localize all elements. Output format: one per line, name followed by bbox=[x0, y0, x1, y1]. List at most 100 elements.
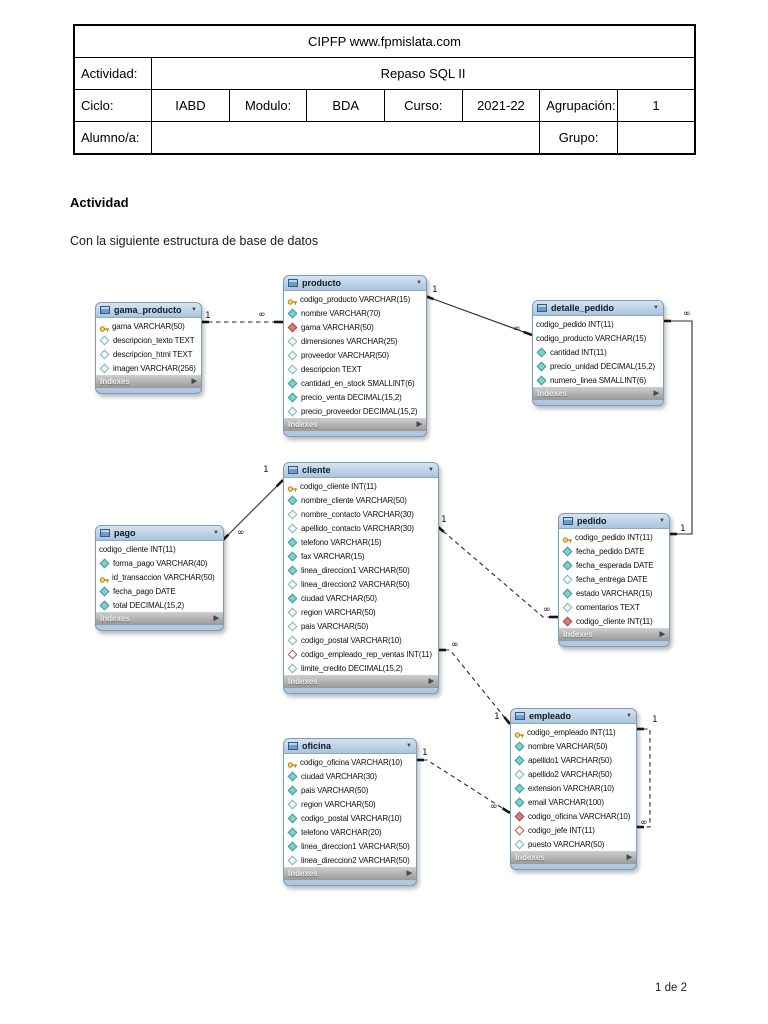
table-columns: codigo_cliente INT(11)forma_pago VARCHAR… bbox=[96, 541, 223, 612]
indexes-label: Indexes bbox=[288, 869, 318, 878]
foreign-key-notnull-icon bbox=[287, 322, 298, 332]
column-definition: pais VARCHAR(50) bbox=[301, 621, 369, 631]
column-definition: ciudad VARCHAR(30) bbox=[301, 771, 377, 781]
column-row: descripcion_html TEXT bbox=[96, 347, 201, 361]
column-definition: limite_credito DECIMAL(15,2) bbox=[301, 663, 403, 673]
column-definition: region VARCHAR(50) bbox=[301, 799, 376, 809]
column-row: descripcion TEXT bbox=[284, 362, 426, 376]
nullable-column-icon bbox=[287, 663, 298, 673]
relationship-empleado-empleado bbox=[635, 728, 651, 828]
column-definition: estado VARCHAR(15) bbox=[576, 588, 653, 598]
column-definition: ciudad VARCHAR(50) bbox=[301, 593, 377, 603]
column-definition: apellido_contacto VARCHAR(30) bbox=[301, 523, 414, 533]
primary-key-icon bbox=[287, 757, 298, 768]
db-table-pedido: pedido▼codigo_pedido INT(11)fecha_pedido… bbox=[558, 513, 670, 647]
db-table-producto: producto▼codigo_producto VARCHAR(15)nomb… bbox=[283, 275, 427, 437]
nullable-column-icon bbox=[287, 406, 298, 416]
expand-arrow-icon: ▶ bbox=[626, 854, 632, 861]
indexes-bar: Indexes▶ bbox=[284, 675, 438, 688]
table-header: gama_producto▼ bbox=[96, 303, 201, 318]
column-row: codigo_producto VARCHAR(15) bbox=[284, 292, 426, 306]
nullable-column-icon bbox=[287, 336, 298, 346]
column-row: nombre VARCHAR(70) bbox=[284, 306, 426, 320]
column-row: extension VARCHAR(10) bbox=[511, 781, 636, 795]
column-row: region VARCHAR(50) bbox=[284, 605, 438, 619]
table-icon bbox=[563, 517, 573, 525]
nullable-column-icon bbox=[287, 635, 298, 645]
table-name: pedido bbox=[577, 516, 607, 526]
column-definition: codigo_cliente INT(11) bbox=[99, 544, 176, 554]
column-definition: fax VARCHAR(15) bbox=[301, 551, 365, 561]
column-row: nombre_cliente VARCHAR(50) bbox=[284, 493, 438, 507]
column-row: linea_direccion1 VARCHAR(50) bbox=[284, 839, 416, 853]
table-columns: codigo_pedido INT(11)codigo_producto VAR… bbox=[533, 316, 663, 387]
column-definition: codigo_postal VARCHAR(10) bbox=[301, 635, 402, 645]
primary-key-icon bbox=[287, 481, 298, 492]
notnull-column-icon bbox=[287, 771, 298, 781]
table-name: cliente bbox=[302, 465, 331, 475]
column-definition: codigo_empleado INT(11) bbox=[527, 727, 616, 737]
column-definition: comentarios TEXT bbox=[576, 602, 640, 612]
indexes-bar: Indexes▶ bbox=[511, 851, 636, 864]
column-row: fecha_pedido DATE bbox=[559, 544, 669, 558]
column-definition: pais VARCHAR(50) bbox=[301, 785, 369, 795]
notnull-column-icon bbox=[536, 347, 547, 357]
column-row: nombre VARCHAR(50) bbox=[511, 739, 636, 753]
column-row: apellido_contacto VARCHAR(30) bbox=[284, 521, 438, 535]
notnull-column-icon bbox=[514, 755, 525, 765]
column-definition: codigo_jefe INT(11) bbox=[528, 825, 595, 835]
column-row: estado VARCHAR(15) bbox=[559, 586, 669, 600]
column-row: codigo_cliente INT(11) bbox=[559, 614, 669, 628]
column-definition: fecha_esperada DATE bbox=[576, 560, 654, 570]
indexes-bar: Indexes▶ bbox=[284, 418, 426, 431]
notnull-column-icon bbox=[562, 588, 573, 598]
column-row: codigo_cliente INT(11) bbox=[96, 542, 223, 556]
notnull-column-icon bbox=[287, 495, 298, 505]
column-definition: linea_direccion2 VARCHAR(50) bbox=[301, 579, 410, 589]
column-definition: nombre_contacto VARCHAR(30) bbox=[301, 509, 414, 519]
table-header: producto▼ bbox=[284, 276, 426, 291]
column-definition: codigo_empleado_rep_ventas INT(11) bbox=[301, 649, 432, 659]
table-header: pedido ▼ bbox=[559, 514, 669, 529]
table-icon bbox=[288, 742, 298, 750]
column-definition: dimensiones VARCHAR(25) bbox=[301, 336, 398, 346]
activity-header-table: CIPFP www.fpmislata.com Actividad: Repas… bbox=[73, 24, 696, 155]
foreign-key-notnull-icon bbox=[562, 616, 573, 626]
column-row: imagen VARCHAR(256) bbox=[96, 361, 201, 375]
cardinality-label: 1 bbox=[680, 524, 686, 534]
indexes-label: Indexes bbox=[100, 377, 130, 386]
value-grupo bbox=[616, 121, 696, 155]
column-definition: telefono VARCHAR(15) bbox=[301, 537, 382, 547]
label-modulo: Modulo: bbox=[228, 89, 308, 122]
notnull-column-icon bbox=[287, 378, 298, 388]
column-row: pais VARCHAR(50) bbox=[284, 783, 416, 797]
table-name: oficina bbox=[302, 741, 332, 751]
primary-key-icon bbox=[99, 572, 110, 583]
section-heading: Actividad bbox=[70, 195, 129, 210]
column-row: ciudad VARCHAR(50) bbox=[284, 591, 438, 605]
nullable-column-icon bbox=[99, 363, 110, 373]
expand-arrow-icon: ▶ bbox=[653, 390, 659, 397]
column-definition: puesto VARCHAR(50) bbox=[528, 839, 605, 849]
chevron-down-icon: ▼ bbox=[653, 305, 659, 311]
mandatory-end-cap bbox=[501, 807, 511, 815]
table-name: detalle_pedido bbox=[551, 303, 615, 313]
column-row: fecha_pago DATE bbox=[96, 584, 223, 598]
cardinality-label: ∞ bbox=[513, 324, 521, 334]
chevron-down-icon: ▼ bbox=[659, 518, 665, 524]
chevron-down-icon: ▼ bbox=[428, 467, 434, 473]
notnull-column-icon bbox=[536, 375, 547, 385]
table-header: empleado▼ bbox=[511, 709, 636, 724]
column-definition: cantidad_en_stock SMALLINT(6) bbox=[301, 378, 415, 388]
foreign-key-nullable-icon bbox=[514, 825, 525, 835]
cardinality-label: ∞ bbox=[490, 802, 498, 812]
nullable-column-icon bbox=[287, 350, 298, 360]
column-row: descripcion_texto TEXT bbox=[96, 333, 201, 347]
intro-text: Con la siguiente estructura de base de d… bbox=[70, 234, 319, 248]
column-row: gama VARCHAR(50) bbox=[96, 319, 201, 333]
cardinality-label: 1 bbox=[494, 712, 500, 722]
cardinality-label: 1 bbox=[441, 515, 447, 525]
column-definition: gama VARCHAR(50) bbox=[301, 322, 374, 332]
